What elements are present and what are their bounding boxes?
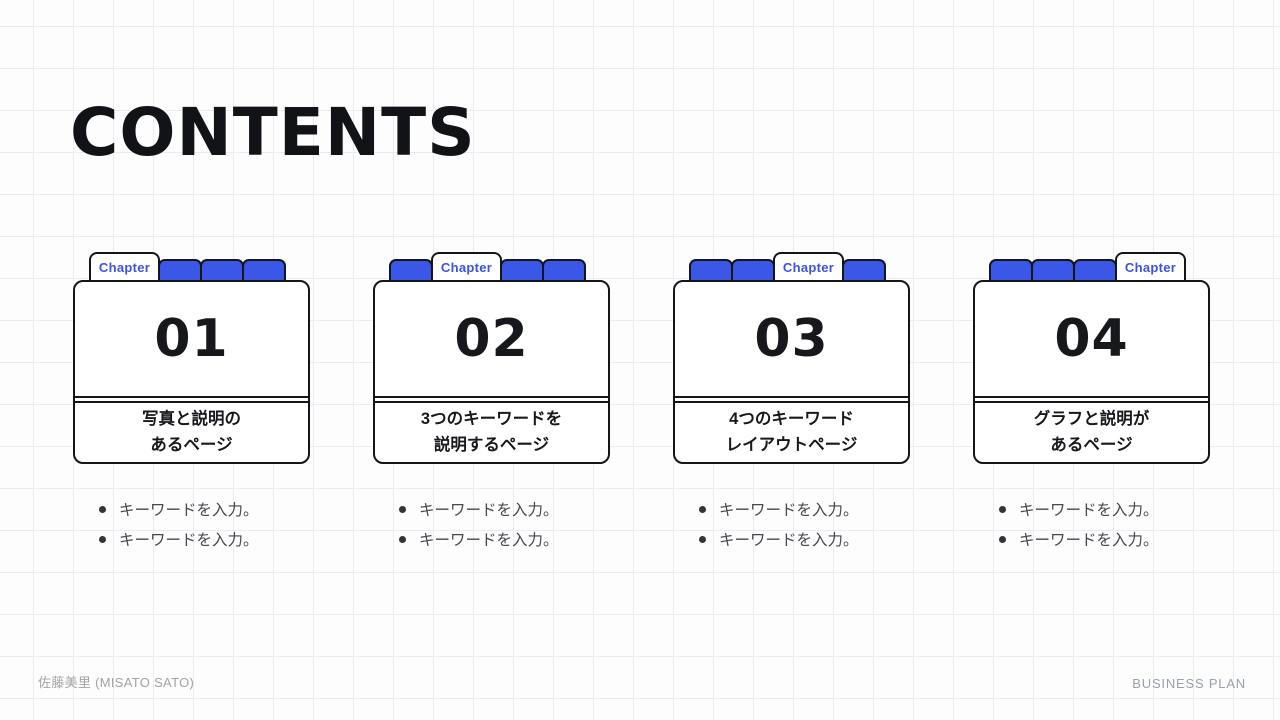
chapter-title: 写真と説明の あるページ xyxy=(75,401,308,462)
folder-tabs: Chapter xyxy=(73,252,310,282)
keyword-item: キーワードを入力。 xyxy=(399,494,610,524)
folder-tab-icon xyxy=(842,259,886,282)
chapter-cards-row: Chapter 01 写真と説明の あるページ キーワードを入力。 xyxy=(73,252,1210,554)
chapter-number: 02 xyxy=(454,309,529,369)
chapter-title-line: 4つのキーワード xyxy=(729,409,854,428)
page-title: CONTENTS xyxy=(70,94,476,171)
folder-tab-icon xyxy=(1031,259,1075,282)
keyword-text: キーワードを入力。 xyxy=(419,532,559,549)
chapter-title-line: あるページ xyxy=(1050,435,1133,454)
keyword-item: キーワードを入力。 xyxy=(99,494,310,524)
folder-tab-icon xyxy=(731,259,775,282)
folder-tab-icon xyxy=(989,259,1033,282)
keyword-list: キーワードを入力。 キーワードを入力。 xyxy=(973,494,1210,554)
bullet-icon xyxy=(99,535,106,543)
folder-body: 02 3つのキーワードを 説明するページ xyxy=(373,280,610,464)
chapter-card-02: Chapter 02 3つのキーワードを 説明するページ キーワードを入力。 xyxy=(373,252,610,554)
chapter-card-03: Chapter 03 4つのキーワード レイアウトページ キーワードを入力。 xyxy=(673,252,910,554)
chapter-tab: Chapter xyxy=(89,252,160,282)
chapter-number-section: 04 xyxy=(975,282,1208,398)
folder-tab-icon xyxy=(542,259,586,282)
folder-body: 04 グラフと説明が あるページ xyxy=(973,280,1210,464)
chapter-number: 03 xyxy=(754,309,829,369)
chapter-title: 3つのキーワードを 説明するページ xyxy=(375,401,608,462)
chapter-tab: Chapter xyxy=(431,252,502,282)
keyword-item: キーワードを入力。 xyxy=(999,524,1210,554)
bullet-icon xyxy=(399,535,406,543)
chapter-tab-label: Chapter xyxy=(782,259,835,275)
chapter-title: 4つのキーワード レイアウトページ xyxy=(675,401,908,462)
keyword-item: キーワードを入力。 xyxy=(999,494,1210,524)
keyword-text: キーワードを入力。 xyxy=(119,502,259,519)
bullet-icon xyxy=(699,505,706,513)
author-credit: 佐藤美里 (MISATO SATO) xyxy=(38,675,195,690)
chapter-title-line: グラフと説明が xyxy=(1033,409,1150,428)
chapter-title: グラフと説明が あるページ xyxy=(975,401,1208,462)
folder-tab-icon xyxy=(689,259,733,282)
folder-tab-icon xyxy=(500,259,544,282)
chapter-number: 01 xyxy=(154,309,229,369)
chapter-tab: Chapter xyxy=(773,252,844,282)
chapter-title-line: 説明するページ xyxy=(433,435,550,454)
keyword-item: キーワードを入力。 xyxy=(99,524,310,554)
folder-tab-icon xyxy=(242,259,286,282)
folder-body: 01 写真と説明の あるページ xyxy=(73,280,310,464)
keyword-text: キーワードを入力。 xyxy=(119,532,259,549)
chapter-number-section: 02 xyxy=(375,282,608,398)
folder-tab-icon xyxy=(158,259,202,282)
folder-tabs: Chapter xyxy=(673,252,910,282)
keyword-text: キーワードを入力。 xyxy=(1019,532,1159,549)
bullet-icon xyxy=(999,505,1006,513)
chapter-tab-label: Chapter xyxy=(1124,259,1177,275)
chapter-title-line: 写真と説明の xyxy=(142,409,241,428)
keyword-list: キーワードを入力。 キーワードを入力。 xyxy=(373,494,610,554)
folder-tab-icon xyxy=(1073,259,1117,282)
chapter-tab: Chapter xyxy=(1115,252,1186,282)
bullet-icon xyxy=(699,535,706,543)
chapter-title-line: レイアウトページ xyxy=(725,435,858,454)
keyword-item: キーワードを入力。 xyxy=(699,524,910,554)
folder-tab-icon xyxy=(200,259,244,282)
keyword-text: キーワードを入力。 xyxy=(719,502,859,519)
chapter-card-01: Chapter 01 写真と説明の あるページ キーワードを入力。 xyxy=(73,252,310,554)
folder-tabs: Chapter xyxy=(973,252,1210,282)
chapter-number-section: 01 xyxy=(75,282,308,398)
folder-body: 03 4つのキーワード レイアウトページ xyxy=(673,280,910,464)
chapter-card-04: Chapter 04 グラフと説明が あるページ キーワードを入力。 xyxy=(973,252,1210,554)
keyword-text: キーワードを入力。 xyxy=(419,502,559,519)
folder-tab-icon xyxy=(389,259,433,282)
bullet-icon xyxy=(99,505,106,513)
keyword-list: キーワードを入力。 キーワードを入力。 xyxy=(673,494,910,554)
keyword-list: キーワードを入力。 キーワードを入力。 xyxy=(73,494,310,554)
chapter-tab-label: Chapter xyxy=(98,259,151,275)
keyword-item: キーワードを入力。 xyxy=(699,494,910,524)
chapter-number-section: 03 xyxy=(675,282,908,398)
keyword-text: キーワードを入力。 xyxy=(719,532,859,549)
chapter-title-line: あるページ xyxy=(150,435,233,454)
chapter-number: 04 xyxy=(1054,309,1129,369)
keyword-text: キーワードを入力。 xyxy=(1019,502,1159,519)
chapter-tab-label: Chapter xyxy=(440,259,493,275)
project-label: BUSINESS PLAN xyxy=(1132,676,1246,691)
folder-tabs: Chapter xyxy=(373,252,610,282)
bullet-icon xyxy=(999,535,1006,543)
chapter-title-line: 3つのキーワードを xyxy=(420,409,563,428)
bullet-icon xyxy=(399,505,406,513)
keyword-item: キーワードを入力。 xyxy=(399,524,610,554)
